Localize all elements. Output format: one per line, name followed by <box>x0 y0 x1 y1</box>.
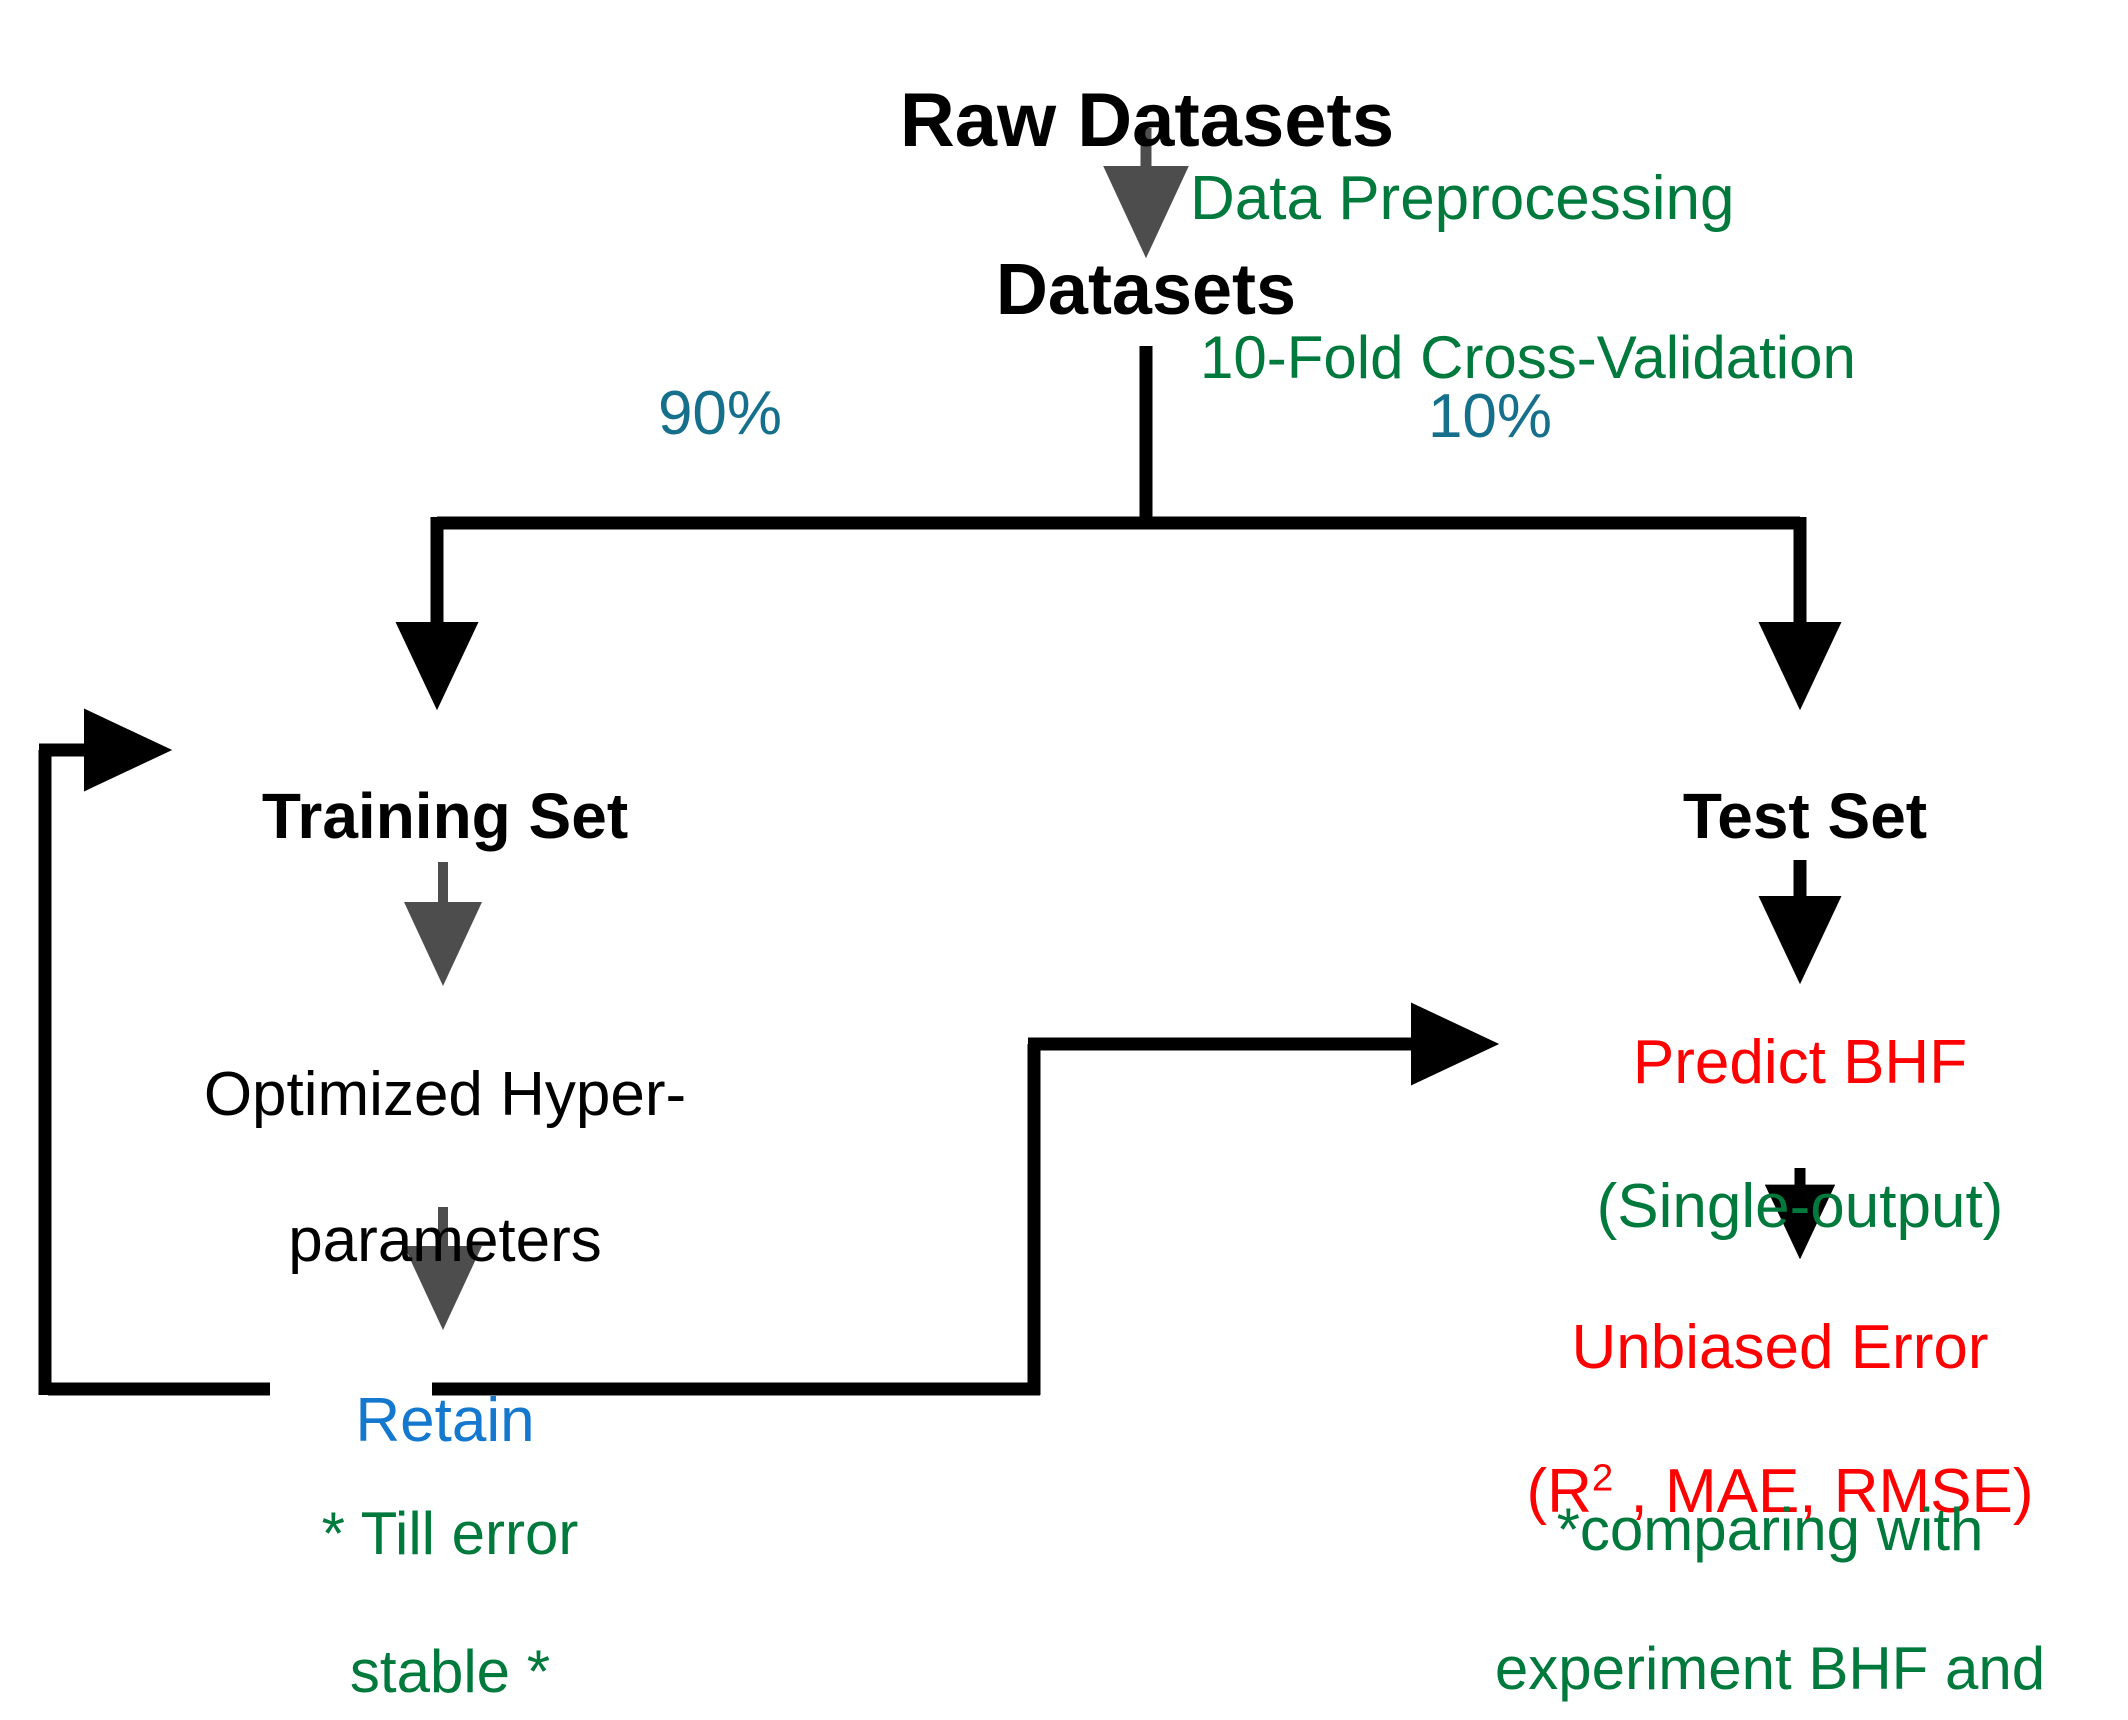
retain-label: Retain <box>355 1385 535 1455</box>
error-metrics-line: (R2 , MAE, RMSE) <box>1430 1456 2128 1528</box>
node-unbiased-error: Unbiased Error (R2 , MAE, RMSE) <box>1430 1240 2128 1600</box>
node-retain: Retain <box>250 1322 640 1453</box>
node-optimized-hyperparameters: Optimized Hyper- parameters <box>90 985 800 1351</box>
cross-validation-label: 10-Fold Cross-Validation <box>1200 323 1856 391</box>
edge-retain-feedback-loop <box>38 708 270 1396</box>
node-test-set: Test Set <box>1505 715 2105 851</box>
annotation-comparing-bhf: *comparing with experiment BHF and predi… <box>1400 1425 2128 1720</box>
edge-label-data-preprocessing: Data Preprocessing <box>1190 100 1950 231</box>
node-raw-datasets: Raw Datasets <box>730 0 1564 161</box>
error-metrics-prefix: (R <box>1526 1456 1592 1526</box>
edge-label-cross-validation: 10-Fold Cross-Validation <box>1200 262 2100 389</box>
error-metrics-suffix: , MAE, RMSE) <box>1613 1456 2034 1526</box>
edge-retain-to-predict <box>432 1002 1500 1396</box>
node-training-set: Training Set <box>135 715 755 851</box>
node-predict-bhf: Predict BHF (Single-output) <box>1460 955 2128 1315</box>
data-preprocessing-label: Data Preprocessing <box>1190 163 1735 233</box>
edge-label-train-split: 90% <box>600 315 840 446</box>
till-error-stable-line2: stable * <box>349 1638 551 1705</box>
optimized-hyperparameters-line2: parameters <box>288 1206 602 1276</box>
edge-label-test-split: 10% <box>1300 318 1680 449</box>
datasets-label: Datasets <box>995 250 1297 331</box>
comparing-line2: experiment BHF and <box>1494 1634 2046 1702</box>
test-split-percent-label: 10% <box>1427 381 1553 451</box>
comparing-line1: *comparing with <box>1556 1495 1984 1563</box>
optimized-hyperparameters-line1: Optimized Hyper- <box>203 1060 687 1130</box>
annotation-till-error-stable: * Till error stable * <box>170 1430 730 1720</box>
train-split-percent-label: 90% <box>657 378 783 448</box>
error-metrics-superscript: 2 <box>1591 1456 1614 1500</box>
raw-datasets-label: Raw Datasets <box>899 77 1395 163</box>
node-datasets: Datasets <box>760 176 1532 329</box>
predict-bhf-label: Predict BHF <box>1632 1027 1968 1097</box>
till-error-stable-line1: * Till error <box>321 1500 579 1567</box>
training-set-label: Training Set <box>261 779 629 852</box>
unbiased-error-label: Unbiased Error <box>1571 1312 1989 1382</box>
single-output-label: (Single-output) <box>1596 1171 2004 1241</box>
edge-datasets-split-bus <box>395 346 1842 711</box>
test-set-label: Test Set <box>1682 779 1928 852</box>
